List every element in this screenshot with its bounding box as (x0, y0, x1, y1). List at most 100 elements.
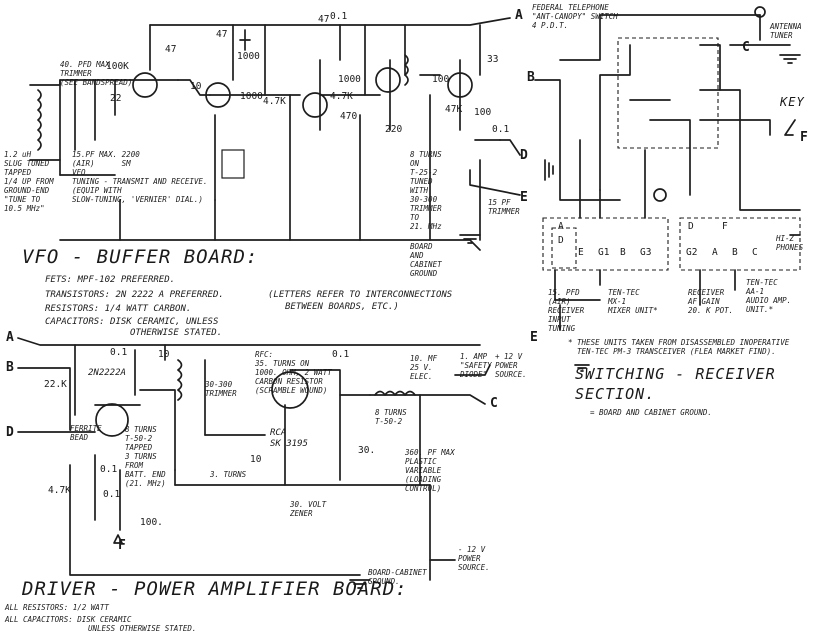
vfo-value-47k: 47K (445, 104, 463, 115)
driver-value-0.1a: 0.1 (110, 347, 128, 358)
driver-t1-label: 8 TURNS T-50-2 TAPPED 3 TURNS FROM BATT.… (125, 425, 166, 488)
driver-loading-label: 360. PF MAX PLASTIC VARIABLE (LOADING CO… (405, 448, 455, 493)
vfo-value-1000b: 1000 (240, 91, 263, 102)
vfo-value-4.7k-b: 4.7K (330, 91, 353, 102)
driver-resistors: ALL RESISTORS: 1/2 WATT (5, 603, 109, 612)
driver-pa-wiring (17, 337, 491, 589)
pin-c2: C (752, 247, 758, 258)
audio-amp-label: TEN-TEC AA-1 AUDIO AMP. UNIT.* (746, 278, 792, 314)
vfo-title: VFO - BUFFER BOARD: (22, 246, 259, 268)
driver-value-4.7k: 4.7K (48, 485, 71, 496)
vfo-trimmer2-label: 15 PF TRIMMER (488, 198, 520, 216)
vfo-transistors: TRANSISTORS: 2N 2222 A PREFERRED. (45, 290, 224, 300)
driver-value-0.1c: 0.1 (103, 489, 121, 500)
terminal-a-vfo: A (515, 8, 523, 23)
vfo-value-47c: 47 (318, 14, 330, 25)
pin-f2: F (722, 221, 728, 232)
driver-diode-label: 1. AMP "SAFETY DIODE" (460, 352, 492, 379)
vfo-value-0.1b: 0.1 (492, 124, 510, 135)
switch-footnote: * THESE UNITS TAKEN FROM DISASSEMBLED IN… (568, 338, 790, 356)
vfo-fets: FETS: MPF-102 PREFERRED. (45, 275, 176, 285)
vfo-trimmer-label: 40. PFD MAX TRIMMER (SEE BANDSPREAD) (60, 60, 133, 87)
mixer-label: TEN-TEC MX-1 MIXER UNIT* (608, 288, 658, 315)
vfo-capacitors-2: OTHERWISE STATED. (130, 328, 223, 338)
switching-wiring (534, 6, 801, 372)
pin-a2: A (712, 247, 718, 258)
vfo-capacitors: CAPACITORS: DISK CERAMIC, UNLESS (45, 317, 219, 327)
driver-capacitors-2: UNLESS OTHERWISE STATED. (88, 624, 197, 633)
pin-e: E (578, 247, 584, 258)
vfo-value-47b: 47 (216, 29, 228, 40)
vfo-coil-label: 1.2 uH SLUG TUNED TAPPED 1/4 UP FROM GRO… (4, 150, 54, 213)
vfo-value-100a: 100 (432, 74, 450, 85)
switch-label: FEDERAL TELEPHONE "ANT-CANOPY" SWITCH 4 … (532, 3, 618, 30)
switch-title: SWITCHING - RECEIVER (575, 365, 776, 383)
driver-q1-label: 2N2222A (88, 368, 126, 378)
driver-q2-label: RCA SK 3195 (270, 428, 308, 449)
driver-value-30: 30. (358, 445, 376, 456)
pin-b2: B (732, 247, 738, 258)
vfo-resistors: RESISTORS: 1/4 WATT CARBON. (45, 304, 192, 314)
vfo-value-22: 22 (110, 93, 122, 104)
key-label: KEY (780, 95, 805, 109)
terminal-d-vfo: D (520, 148, 528, 163)
vfo-value-100b: 100 (474, 107, 492, 118)
driver-zener-label: 30. VOLT ZENER (290, 500, 327, 518)
driver-rfc-label: RFC: 35. TURNS ON 1000. OHM, 2 WATT CARB… (255, 350, 332, 395)
vfo-value-47a: 47 (165, 44, 177, 55)
terminal-f-switch: F (800, 130, 808, 145)
driver-capacitors: ALL CAPACITORS: DISK CERAMIC (5, 615, 132, 624)
terminal-d-driver: D (6, 425, 14, 440)
pin-g2: G2 (686, 247, 698, 258)
antenna-tuner-label: ANTENNA TUNER (770, 22, 802, 40)
af-gain-label: RECEIVER AF GAIN 20. K POT. (688, 288, 734, 315)
driver-minus12-label: - 12 V POWER SOURCE. (458, 545, 490, 572)
vfo-value-470: 470 (340, 111, 358, 122)
vfo-value-1000a: 1000 (237, 51, 260, 62)
driver-secondary-label: 3. TURNS (210, 470, 247, 479)
vfo-letters-note-2: BETWEEN BOARDS, ETC.) (285, 302, 399, 312)
driver-value-0.1b: 0.1 (100, 464, 118, 475)
pin-g3: G3 (640, 247, 652, 258)
vfo-value-100k: 100K (106, 61, 129, 72)
vfo-value-220: 220 (385, 124, 403, 135)
vfo-value-10: 10 (190, 81, 202, 92)
switch-title-2: SECTION. (575, 385, 656, 403)
rcv-tuning-label: 15. PFD (AIR) RECEIVER INPUT TUNING (548, 288, 585, 333)
vfo-coil2-label: 8 TURNS ON T-25-2 TUNED WITH 30-300 TRIM… (410, 150, 442, 231)
driver-value-10b: 10 (250, 454, 262, 465)
ground-legend: = BOARD AND CABINET GROUND. (590, 408, 712, 417)
terminal-b-switch: B (527, 70, 535, 85)
driver-ground-label: BOARD-CABINET GROUND. (368, 568, 427, 586)
driver-value-22k: 22.K (44, 379, 67, 390)
pin-b: B (620, 247, 626, 258)
vfo-value-1000c: 1000 (338, 74, 361, 85)
driver-outcoil-label: 8 TURNS T-50-2 (375, 408, 407, 426)
terminal-e-switch: E (530, 330, 538, 345)
vfo-value-33: 33 (487, 54, 499, 65)
driver-title: DRIVER - POWER AMPLIFIER BOARD: (22, 578, 408, 600)
pin-d: D (558, 235, 564, 246)
driver-plus12-label: + 12 V POWER SOURCE. (495, 352, 527, 379)
vfo-value-4.7k: 4.7K (263, 96, 286, 107)
vfo-value-0.1a: 0.1 (330, 11, 348, 22)
driver-trimmer-label: 30-300 TRIMMER (205, 380, 237, 398)
driver-value-0.1d: 0.1 (332, 349, 350, 360)
terminal-a-driver: A (6, 330, 14, 345)
pin-a: A (558, 221, 564, 232)
driver-ferrite-label: FERRITE BEAD (70, 424, 102, 442)
vfo-tuning-label: 15.PF MAX. 2200 (AIR) SM VFO TUNING - TR… (72, 150, 208, 204)
pin-g1: G1 (598, 247, 610, 258)
vfo-buffer-wiring (29, 17, 521, 251)
terminal-f-driver: F (118, 538, 126, 553)
terminal-c-driver: C (490, 396, 498, 411)
phones-label: HI-Z PHONES (776, 234, 804, 252)
driver-value-100: 100. (140, 517, 163, 528)
driver-elec-label: 10. MF 25 V. ELEC. (410, 354, 438, 381)
terminal-c-switch: C (742, 40, 750, 55)
driver-value-10a: 10 (158, 349, 170, 360)
terminal-e-vfo: E (520, 190, 528, 205)
terminal-b-driver: B (6, 360, 14, 375)
vfo-letters-note: (LETTERS REFER TO INTERCONNECTIONS (268, 290, 453, 300)
